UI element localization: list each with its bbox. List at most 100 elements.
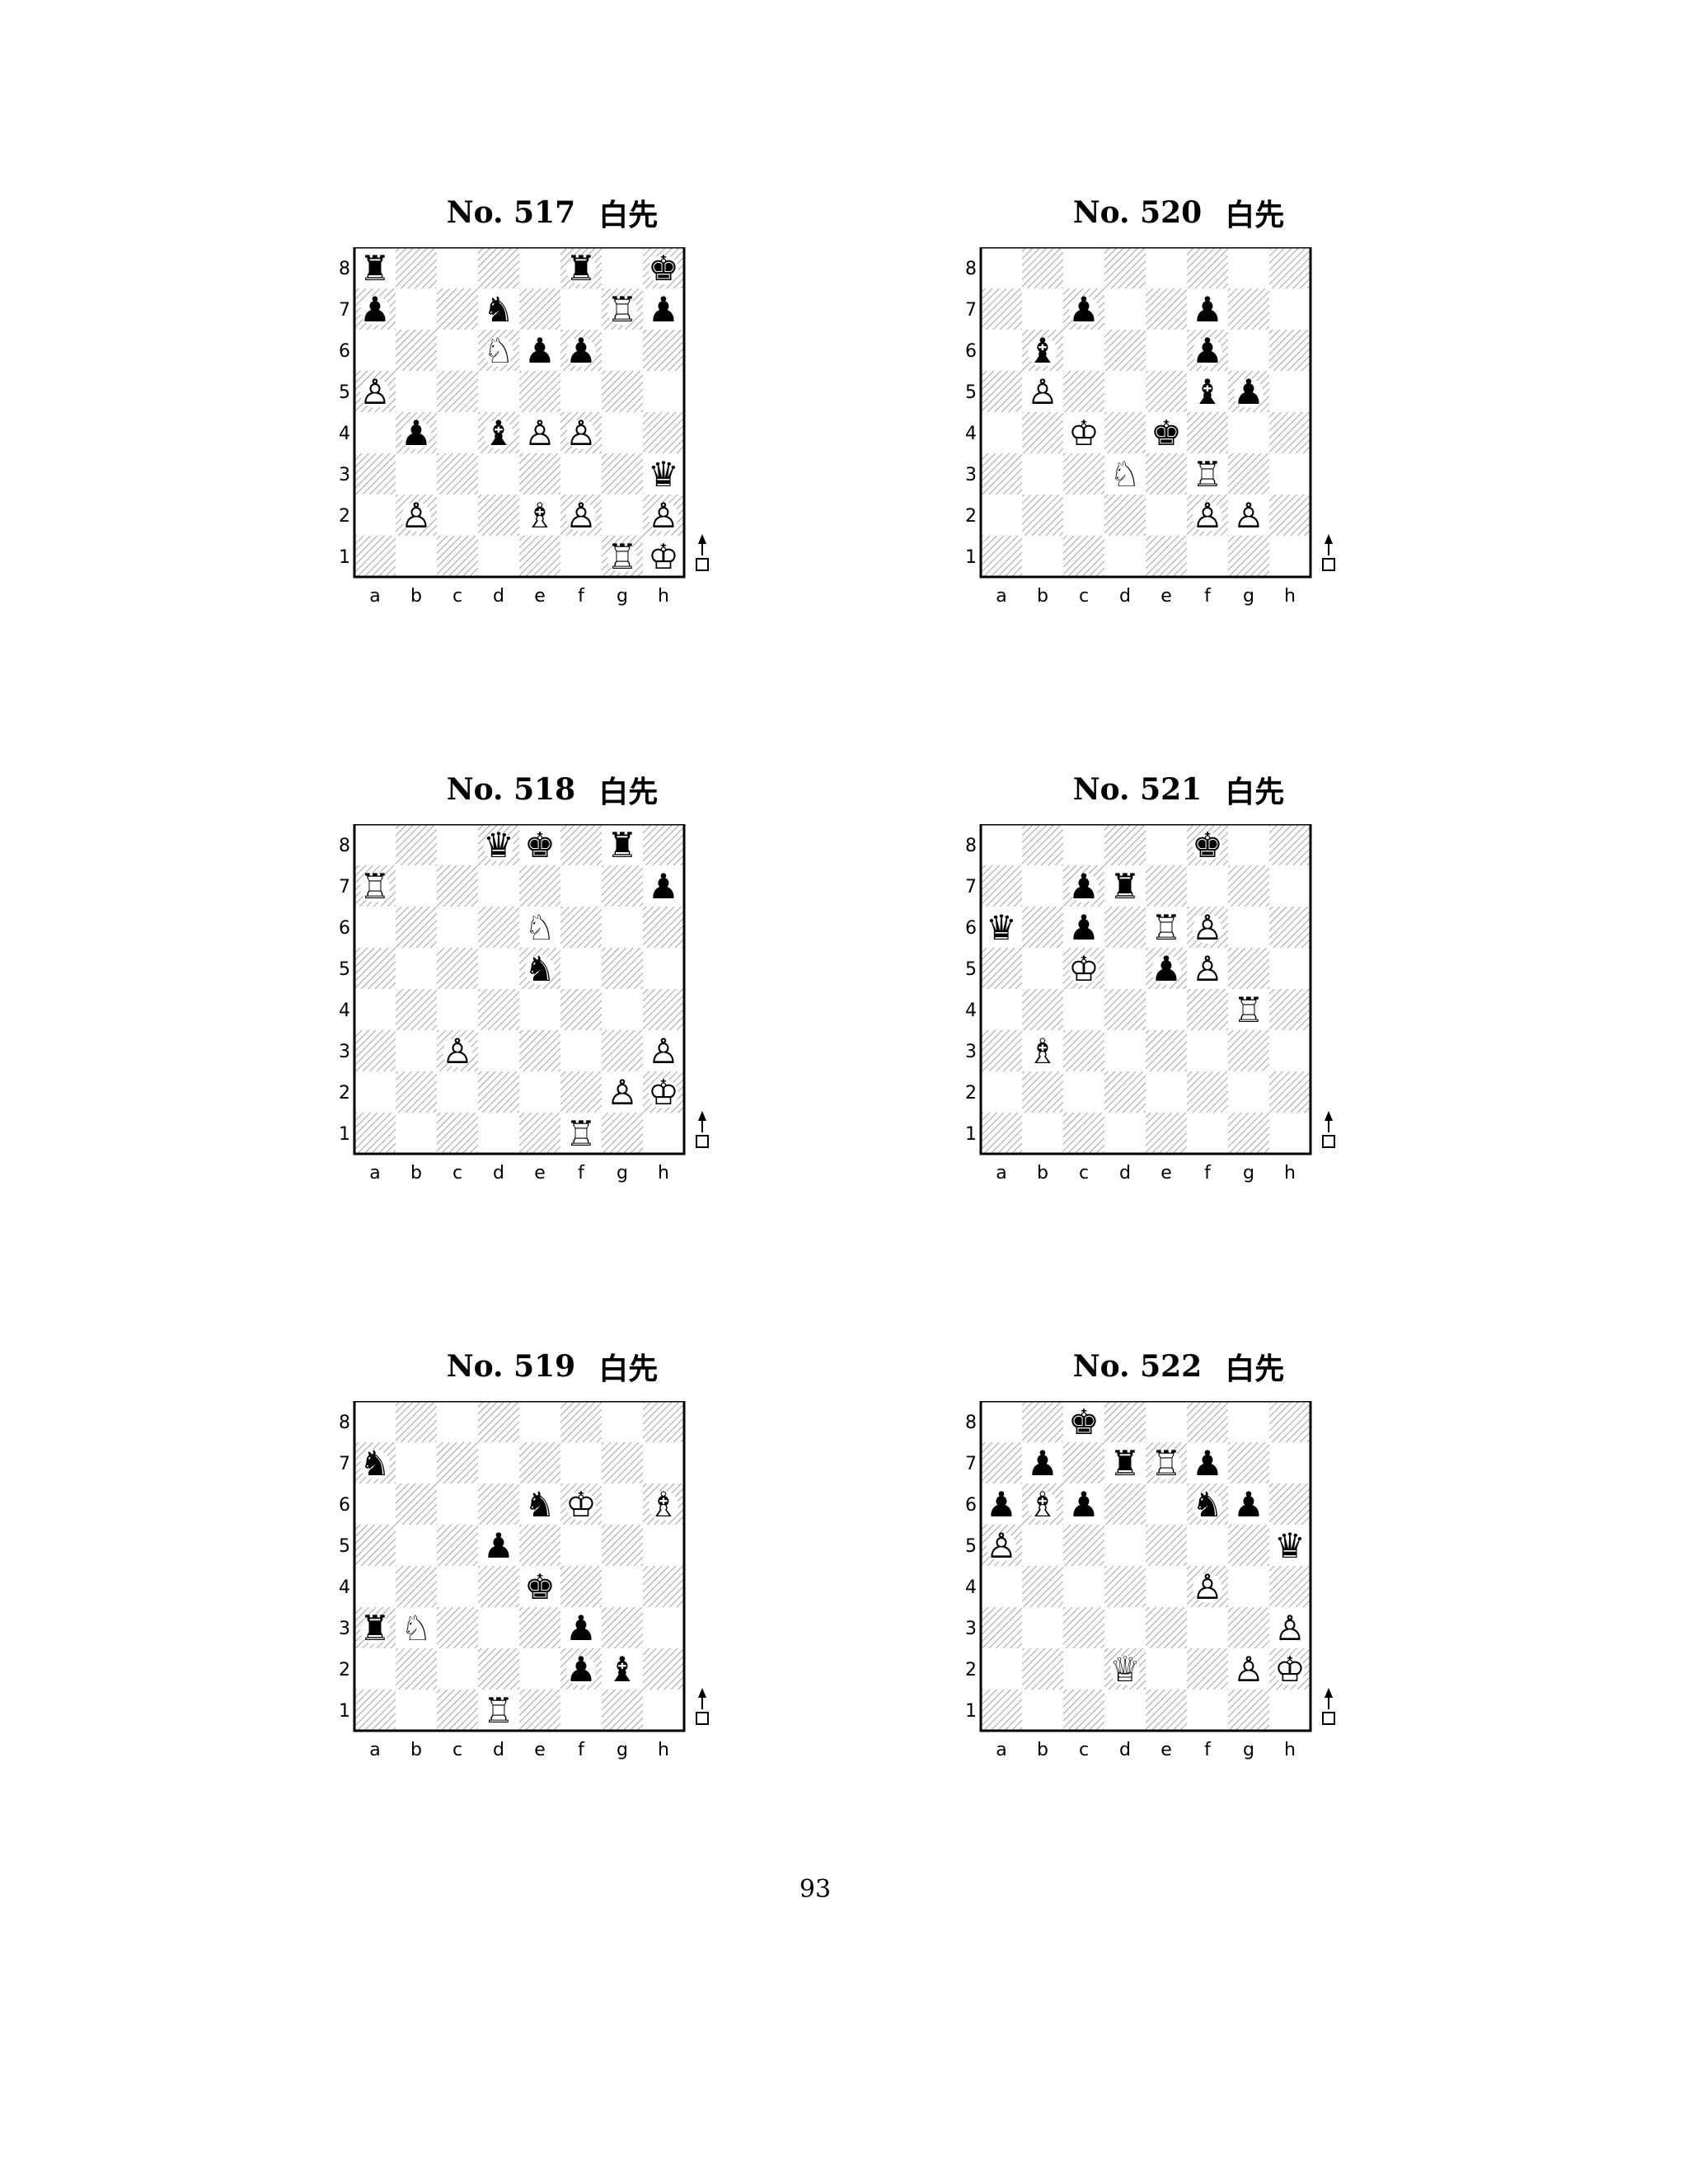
board-border bbox=[353, 1401, 686, 1732]
piece-backing bbox=[1193, 1573, 1222, 1603]
dark-square bbox=[1146, 288, 1187, 330]
light-square bbox=[1063, 247, 1104, 288]
white-pawn-icon: ♙ bbox=[986, 1526, 1017, 1566]
light-square bbox=[602, 247, 643, 288]
light-square bbox=[1022, 948, 1063, 989]
light-square bbox=[560, 865, 602, 907]
dark-square bbox=[602, 1113, 643, 1154]
light-square bbox=[1063, 330, 1104, 371]
light-square bbox=[1104, 1690, 1146, 1731]
file-label: e bbox=[534, 1163, 546, 1183]
rank-label: 5 bbox=[339, 959, 350, 980]
piece-backing bbox=[443, 1038, 472, 1067]
piece-backing bbox=[1028, 337, 1057, 367]
piece-backing bbox=[1110, 1450, 1140, 1479]
dark-square bbox=[1146, 1030, 1187, 1071]
file-label: b bbox=[410, 1740, 422, 1760]
light-square bbox=[602, 1483, 643, 1525]
dark-square bbox=[1187, 1401, 1228, 1442]
light-square bbox=[643, 1525, 684, 1566]
dark-square bbox=[981, 948, 1022, 989]
board-border bbox=[353, 247, 686, 579]
white-knight-icon: ♘ bbox=[483, 330, 514, 371]
light-square bbox=[1228, 412, 1269, 453]
light-square bbox=[1104, 1030, 1146, 1071]
light-square bbox=[478, 371, 519, 412]
black-pawn-icon: ♟ bbox=[1068, 1484, 1100, 1525]
light-square bbox=[560, 288, 602, 330]
light-square bbox=[1269, 1030, 1311, 1071]
light-square bbox=[478, 1607, 519, 1648]
side-to-move: 白先 bbox=[1225, 199, 1285, 232]
file-label: b bbox=[410, 586, 422, 607]
light-square bbox=[396, 371, 437, 412]
piece-backing bbox=[649, 873, 678, 902]
white-pawn-icon: ♙ bbox=[1192, 949, 1223, 989]
light-square bbox=[1269, 948, 1311, 989]
board-border bbox=[979, 824, 1312, 1155]
piece-backing bbox=[987, 914, 1016, 944]
black-king-icon: ♚ bbox=[1068, 1402, 1100, 1442]
dark-square bbox=[354, 948, 396, 989]
light-square bbox=[1063, 1648, 1104, 1690]
rank-label: 6 bbox=[965, 1495, 977, 1516]
white-knight-icon: ♘ bbox=[401, 1608, 432, 1648]
piece-backing bbox=[1069, 914, 1099, 944]
dark-square bbox=[519, 1030, 560, 1071]
light-square bbox=[396, 1442, 437, 1483]
piece-backing bbox=[1193, 502, 1222, 532]
piece-backing bbox=[1110, 461, 1140, 490]
dark-square bbox=[1228, 1030, 1269, 1071]
dark-square bbox=[1146, 371, 1187, 412]
piece-backing bbox=[566, 1120, 596, 1150]
dark-square bbox=[981, 536, 1022, 577]
light-square bbox=[1269, 536, 1311, 577]
light-square bbox=[354, 824, 396, 865]
piece-backing bbox=[1193, 914, 1222, 944]
piece-backing bbox=[1275, 1615, 1305, 1644]
dark-square bbox=[1269, 494, 1311, 536]
puzzle-number: No. 520 bbox=[1072, 195, 1203, 230]
light-square bbox=[981, 824, 1022, 865]
light-square bbox=[1187, 536, 1228, 577]
dark-square bbox=[560, 1566, 602, 1607]
dark-square bbox=[1022, 494, 1063, 536]
dark-square bbox=[1269, 412, 1311, 453]
dark-square bbox=[1146, 536, 1187, 577]
dark-square bbox=[1104, 330, 1146, 371]
rank-label: 6 bbox=[339, 1495, 350, 1516]
dark-square bbox=[1022, 1401, 1063, 1442]
white-pawn-icon: ♙ bbox=[1274, 1608, 1306, 1648]
piece-backing bbox=[1069, 1491, 1099, 1521]
rank-label: 2 bbox=[339, 506, 350, 527]
dark-square bbox=[354, 1113, 396, 1154]
light-square bbox=[560, 1442, 602, 1483]
rank-label: 1 bbox=[965, 547, 977, 568]
light-square bbox=[437, 1566, 478, 1607]
dark-square bbox=[1063, 1113, 1104, 1154]
white-bishop-icon: ♗ bbox=[524, 495, 556, 536]
piece-backing bbox=[484, 832, 513, 861]
puzzle-title: No. 520 白先 bbox=[1014, 193, 1343, 232]
light-square bbox=[1269, 371, 1311, 412]
rank-label: 8 bbox=[965, 836, 977, 856]
dark-square bbox=[519, 1607, 560, 1648]
light-square bbox=[1269, 1113, 1311, 1154]
light-square bbox=[981, 494, 1022, 536]
dark-square bbox=[1146, 453, 1187, 494]
dark-square bbox=[1104, 989, 1146, 1030]
file-label: a bbox=[369, 1740, 380, 1760]
dark-square bbox=[1022, 412, 1063, 453]
dark-square bbox=[981, 288, 1022, 330]
piece-backing bbox=[525, 955, 555, 985]
light-square bbox=[354, 907, 396, 948]
dark-square bbox=[396, 989, 437, 1030]
piece-backing bbox=[607, 1656, 637, 1685]
light-square bbox=[437, 1071, 478, 1113]
dark-square bbox=[560, 824, 602, 865]
dark-square bbox=[1187, 247, 1228, 288]
puzzle-number: No. 517 bbox=[446, 195, 576, 230]
